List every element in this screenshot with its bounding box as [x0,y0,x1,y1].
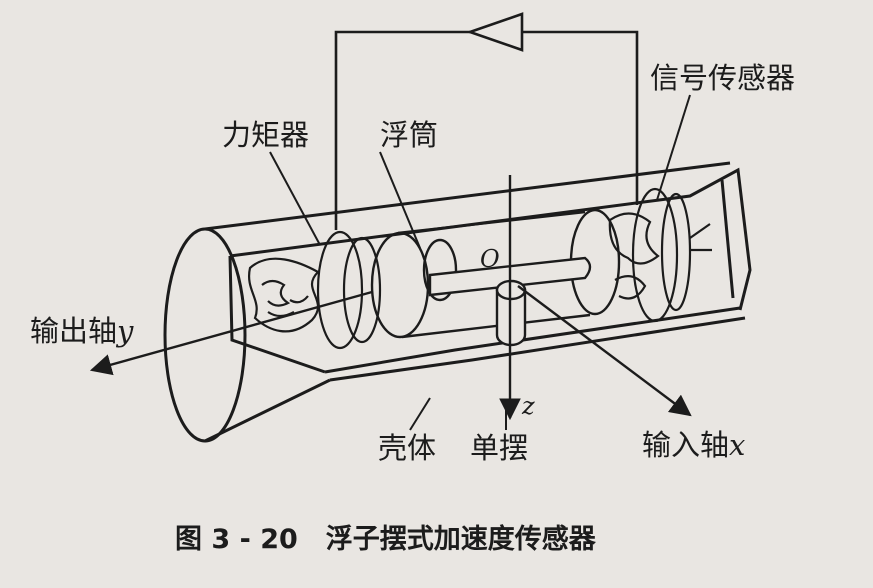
torquer-label: 力矩器 [222,118,309,152]
housing-body [163,161,752,443]
float-label: 浮筒 [380,118,438,152]
figure-caption: 图 3 - 20 浮子摆式加速度传感器 [175,523,597,555]
input-axis-line [517,285,692,417]
float-cylinder [370,208,621,339]
leader-lines [269,94,691,431]
output-axis-label: 输出轴y [30,314,134,348]
output-axis-line [89,290,373,376]
feedback-loop [334,30,639,230]
figure-title: 浮子摆式加速度传感器 [326,523,597,555]
origin-label: O [480,245,500,273]
z-axis-label: z [521,392,535,420]
torquer [247,230,382,350]
figure-number: 图 3 - 20 [175,524,298,555]
pendulum-label: 单摆 [470,431,528,465]
input-axis-label: 输入轴x [642,428,745,462]
axes [89,175,692,421]
amplifier-icon [466,12,524,52]
housing-label: 壳体 [378,431,436,465]
signal-sensor-label: 信号传感器 [650,61,795,95]
signal-sensor [608,187,712,323]
